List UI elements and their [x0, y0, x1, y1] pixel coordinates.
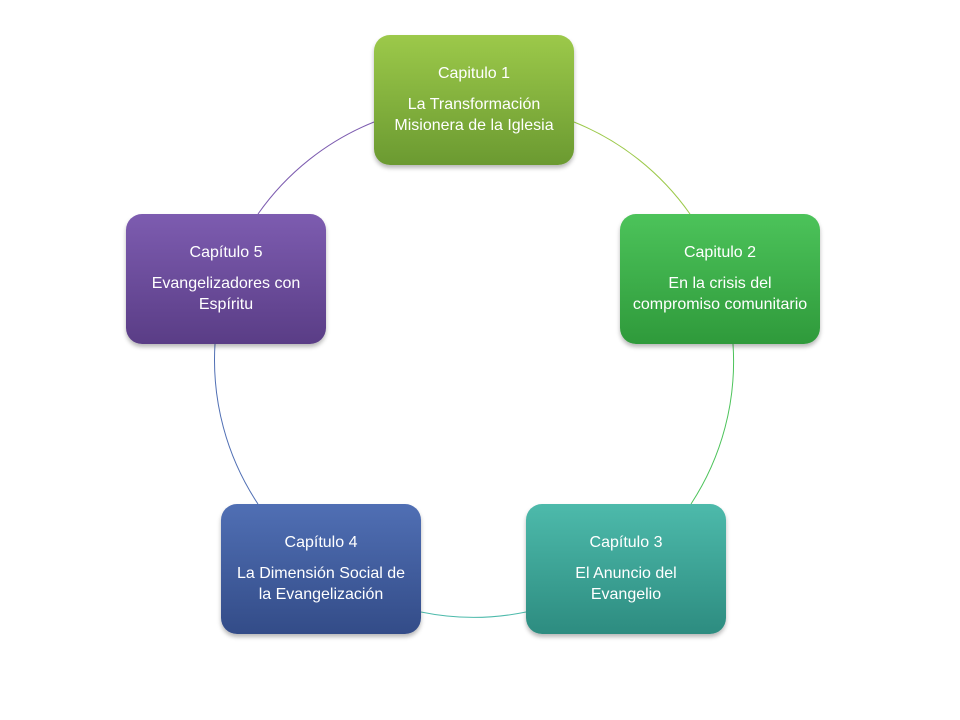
chapter-3-title: Capítulo 3 [589, 534, 663, 551]
chapter-4-body: La Dimensión Social de la Evangelización [236, 565, 406, 603]
ring-arc-3-4 [420, 611, 527, 618]
ring-arc-1-2 [573, 121, 691, 215]
chapter-2-box: Capitulo 2 En la crisis del compromiso c… [620, 214, 820, 344]
chapter-5-box: Capítulo 5 Evangelizadores con Espíritu [126, 214, 326, 344]
chapter-2-body: En la crisis del compromiso comunitario [632, 275, 808, 313]
chapter-5-body: Evangelizadores con Espíritu [151, 275, 301, 313]
chapter-1-box: Capitulo 1 La Transformación Misionera d… [374, 35, 574, 165]
chapter-1-body: La Transformación Misionera de la Iglesi… [394, 96, 554, 134]
chapter-5-title: Capítulo 5 [189, 244, 263, 261]
chapter-3-body: El Anuncio del Evangelio [575, 565, 677, 603]
chapter-2-title: Capitulo 2 [683, 244, 757, 261]
ring-arc-4-5 [214, 343, 259, 505]
chapter-4-box: Capítulo 4 La Dimensión Social de la Eva… [221, 504, 421, 634]
ring-arc-5-1 [257, 121, 375, 215]
chapter-4-title: Capítulo 4 [284, 534, 358, 551]
chapter-1-title: Capitulo 1 [437, 65, 511, 82]
ring-arc-2-3 [690, 343, 735, 505]
chapter-3-box: Capítulo 3 El Anuncio del Evangelio [526, 504, 726, 634]
